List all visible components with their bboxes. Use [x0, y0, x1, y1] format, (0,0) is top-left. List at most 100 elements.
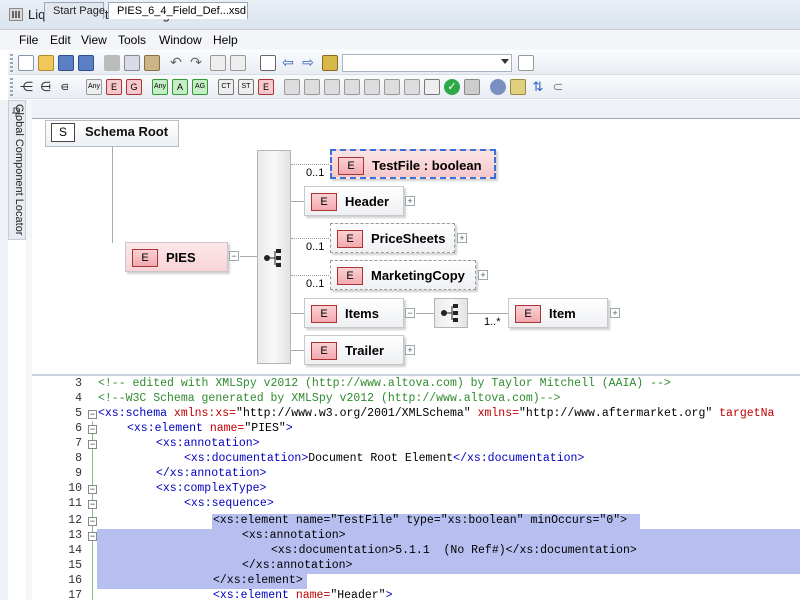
paste-icon[interactable]: [144, 55, 160, 71]
code-attr: targetNa: [719, 407, 775, 420]
element-node-pricesheets[interactable]: E PriceSheets: [330, 223, 455, 253]
menu-view[interactable]: View: [81, 33, 107, 47]
element-ref-icon[interactable]: E: [258, 79, 274, 95]
element-node-pies[interactable]: E PIES: [125, 242, 228, 272]
key-icon[interactable]: [284, 79, 300, 95]
element-label: MarketingCopy: [371, 268, 465, 283]
expand-toggle[interactable]: +: [405, 345, 415, 355]
save-all-icon[interactable]: [78, 55, 94, 71]
line-number: 17: [68, 589, 82, 602]
line-number: 5: [75, 407, 82, 420]
wand-icon[interactable]: [510, 79, 526, 95]
collapse-toggle[interactable]: −: [229, 251, 239, 261]
group-icon[interactable]: G: [126, 79, 142, 95]
fold-toggle[interactable]: −: [88, 409, 97, 419]
menu-tools[interactable]: Tools: [118, 33, 147, 47]
element-node-items[interactable]: E Items: [304, 298, 404, 328]
element-badge: E: [311, 342, 337, 360]
element-node-trailer[interactable]: E Trailer: [304, 335, 404, 365]
validate-icon[interactable]: ✓: [444, 79, 460, 95]
settings-icon[interactable]: [490, 79, 506, 95]
import-icon[interactable]: [344, 79, 360, 95]
attribute-icon[interactable]: A: [172, 79, 188, 95]
simple-type-icon[interactable]: ST: [238, 79, 254, 95]
any-icon[interactable]: Any: [86, 79, 102, 95]
copy-icon[interactable]: [124, 55, 140, 71]
fold-toggle[interactable]: −: [88, 484, 97, 494]
attribute-group-icon[interactable]: AG: [192, 79, 208, 95]
pin-icon[interactable]: [11, 106, 21, 117]
expand-toggle[interactable]: +: [478, 270, 488, 280]
goto-icon[interactable]: [260, 55, 276, 71]
back-arrow-icon[interactable]: ⇦: [282, 54, 294, 70]
element-badge: E: [337, 267, 363, 285]
all-icon[interactable]: ⋴: [60, 79, 70, 94]
search-combo[interactable]: [342, 54, 512, 72]
toolbar-grip[interactable]: [10, 54, 13, 72]
element-node-testfile[interactable]: E TestFile : boolean: [330, 149, 496, 179]
connector-line: [291, 350, 304, 351]
print-preview-icon[interactable]: [230, 55, 246, 71]
fold-toggle[interactable]: −: [88, 499, 97, 509]
element-icon[interactable]: E: [106, 79, 122, 95]
collapse-toggle[interactable]: −: [405, 308, 415, 318]
code-attr: name=: [209, 422, 245, 435]
chevron-down-icon[interactable]: [501, 59, 509, 64]
any-attribute-icon[interactable]: Any: [152, 79, 168, 95]
menu-bar: File Edit View Tools Window Help: [0, 30, 800, 50]
menu-file[interactable]: File: [19, 33, 39, 47]
code-line-selected: <xs:documentation>5.1.1 (No Ref#)</xs:do…: [271, 544, 637, 557]
find-in-files-icon[interactable]: [322, 55, 338, 71]
menu-help[interactable]: Help: [213, 33, 238, 47]
occurrence-label: 0..1: [306, 241, 325, 253]
save-icon[interactable]: [58, 55, 74, 71]
element-node-item[interactable]: E Item: [508, 298, 608, 328]
standard-toolbar: ↶ ↷ ⇦ ⇨: [8, 51, 800, 75]
app-icon: [9, 8, 23, 21]
element-node-marketingcopy[interactable]: E MarketingCopy: [330, 260, 476, 290]
forward-arrow-icon[interactable]: ⇨: [302, 54, 314, 70]
menu-window[interactable]: Window: [159, 33, 202, 47]
new-file-icon[interactable]: [18, 55, 34, 71]
fold-toggle[interactable]: −: [88, 531, 97, 541]
zoom-icon[interactable]: ⊂: [552, 79, 564, 94]
code-attr: name=: [295, 589, 331, 602]
layout-icon[interactable]: ⇅: [532, 79, 544, 94]
unique-icon[interactable]: [324, 79, 340, 95]
expand-toggle[interactable]: +: [457, 233, 467, 243]
tab-start-page[interactable]: Start Page: [44, 2, 105, 19]
fold-toggle[interactable]: −: [88, 424, 97, 434]
include-icon[interactable]: [364, 79, 380, 95]
cut-icon[interactable]: [104, 55, 120, 71]
tab-schema-file[interactable]: PIES_6_4_Field_Def...xsd: [108, 2, 248, 19]
sequence-compositor[interactable]: [257, 150, 291, 364]
open-folder-icon[interactable]: [38, 55, 54, 71]
expand-toggle[interactable]: +: [610, 308, 620, 318]
toolbar-grip[interactable]: [10, 78, 13, 96]
menu-edit[interactable]: Edit: [50, 33, 71, 47]
element-badge: E: [515, 305, 541, 323]
global-component-locator-tab[interactable]: [8, 100, 26, 240]
element-label: Trailer: [345, 343, 385, 358]
redefine-icon[interactable]: [384, 79, 400, 95]
options-icon[interactable]: [518, 55, 534, 71]
notation-icon[interactable]: [404, 79, 420, 95]
complex-type-icon[interactable]: CT: [218, 79, 234, 95]
sequence-icon: [263, 247, 285, 269]
line-number: 16: [68, 574, 82, 587]
fold-toggle[interactable]: −: [88, 439, 97, 449]
generate-icon[interactable]: [464, 79, 480, 95]
redo-icon[interactable]: ↷: [190, 54, 202, 70]
connector-line: [291, 238, 331, 239]
print-icon[interactable]: [210, 55, 226, 71]
xml-icon[interactable]: [424, 79, 440, 95]
expand-toggle[interactable]: +: [405, 196, 415, 206]
line-number: 15: [68, 559, 82, 572]
keyref-icon[interactable]: [304, 79, 320, 95]
choice-icon[interactable]: ⋳: [40, 79, 52, 94]
fold-toggle[interactable]: −: [88, 516, 97, 526]
element-node-header[interactable]: E Header: [304, 186, 404, 216]
sequence-icon[interactable]: ⋲: [20, 79, 33, 94]
selection-highlight: [97, 529, 800, 574]
undo-icon[interactable]: ↶: [170, 54, 182, 70]
